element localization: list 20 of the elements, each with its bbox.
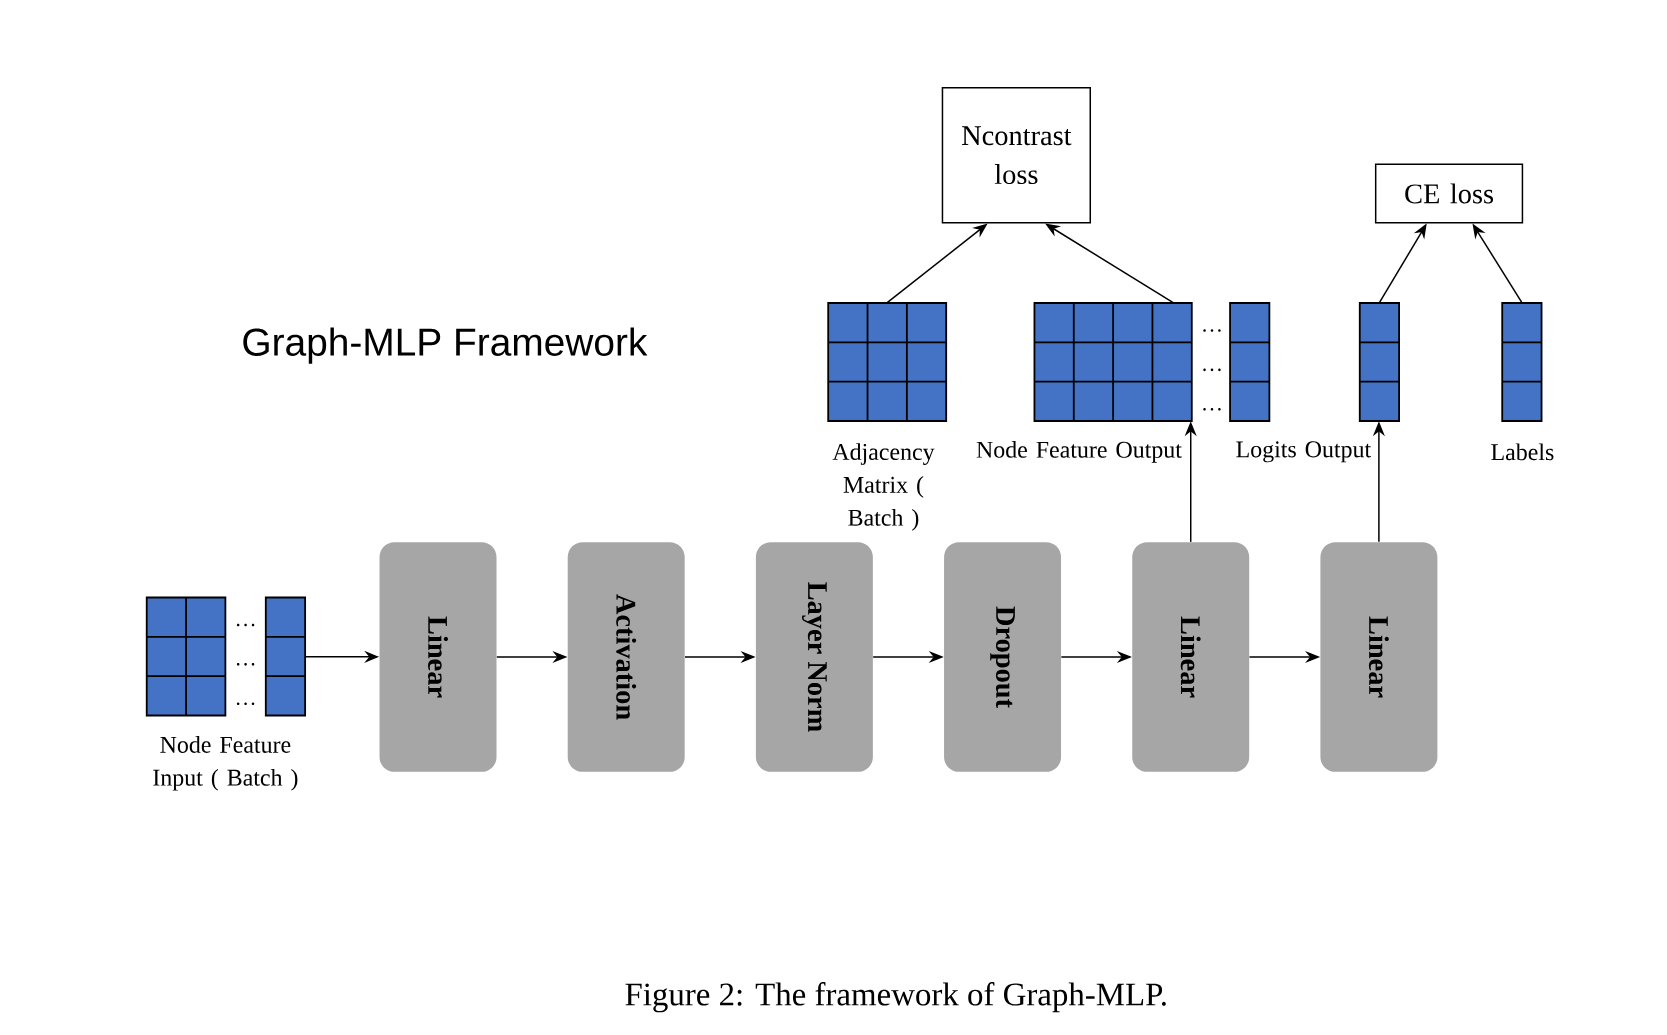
- layer-box: Layer Norm: [755, 541, 873, 772]
- layer-box: Dropout: [944, 541, 1062, 772]
- matrix-drawing: [1501, 301, 1543, 422]
- matrix-drawing: [827, 301, 948, 422]
- layer-box: Linear: [1320, 541, 1438, 772]
- loss-box: Ncontrast loss: [941, 86, 1091, 224]
- matrix-label: Node Feature Output: [976, 440, 1182, 463]
- matrix-label: Labels: [1491, 443, 1554, 460]
- layer-box: Activation: [567, 541, 685, 772]
- layer-box: Linear: [1132, 541, 1250, 772]
- layer-box: Linear: [379, 541, 497, 772]
- matrix-label: Node Feature Input ( Batch ): [153, 735, 298, 791]
- matrix-label: Adjacency Matrix ( Batch ): [832, 442, 935, 531]
- matrix-label: Logits Output: [1236, 441, 1371, 463]
- title: Graph-MLP Framework: [243, 327, 648, 364]
- figure-caption: Figure 2: The framework of Graph-MLP.: [625, 981, 1166, 1013]
- matrix-drawing: [1358, 301, 1400, 422]
- matrix-drawing: [1033, 301, 1271, 422]
- loss-box: CE loss: [1374, 163, 1524, 224]
- matrix-drawing: [145, 596, 307, 717]
